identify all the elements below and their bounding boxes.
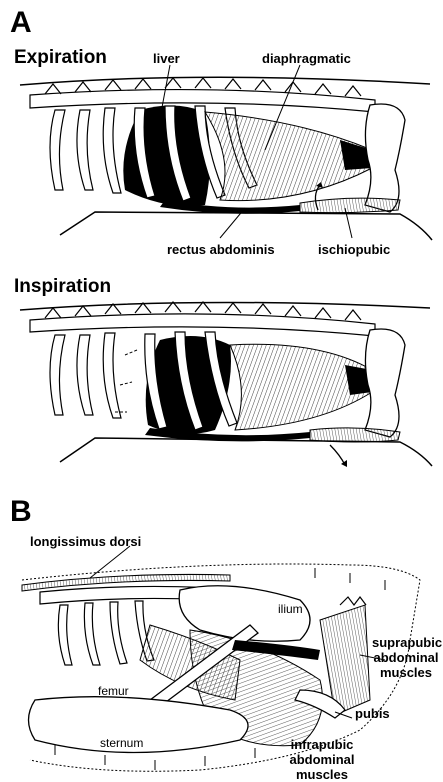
rectus-abdominis-label: rectus abdominis [167, 243, 275, 256]
expiration-title: Expiration [14, 48, 107, 67]
diaphragmatic-label: diaphragmatic [262, 52, 351, 65]
belly-outline [60, 212, 432, 240]
ilium-label: ilium [278, 603, 303, 615]
pelvis [365, 104, 405, 212]
suprapubic-label-line2: abdominal [372, 651, 440, 664]
panel-a-letter: A [10, 8, 32, 38]
suprapubic-label-line3: muscles [372, 666, 440, 679]
ischiopubic-label: ischiopubic [318, 243, 390, 256]
suprapubic-label-line1: suprapubic [372, 636, 440, 649]
liver-label: liver [153, 52, 180, 65]
expiration-diagram [20, 65, 432, 240]
inspiration-title: Inspiration [14, 277, 111, 296]
inspiration-diagram [20, 302, 432, 467]
longissimus-dorsi-label: longissimus dorsi [30, 535, 141, 548]
infrapubic-label-line3: muscles [282, 768, 362, 781]
ribs [50, 108, 121, 193]
infrapubic-label-line2: abdominal [282, 753, 362, 766]
femur-label: femur [98, 685, 129, 697]
infrapubic-label-line1: infrapubic [282, 738, 362, 751]
pubis-label: pubis [355, 707, 390, 720]
sternum-label: sternum [100, 737, 143, 749]
panel-b-letter: B [10, 497, 32, 527]
